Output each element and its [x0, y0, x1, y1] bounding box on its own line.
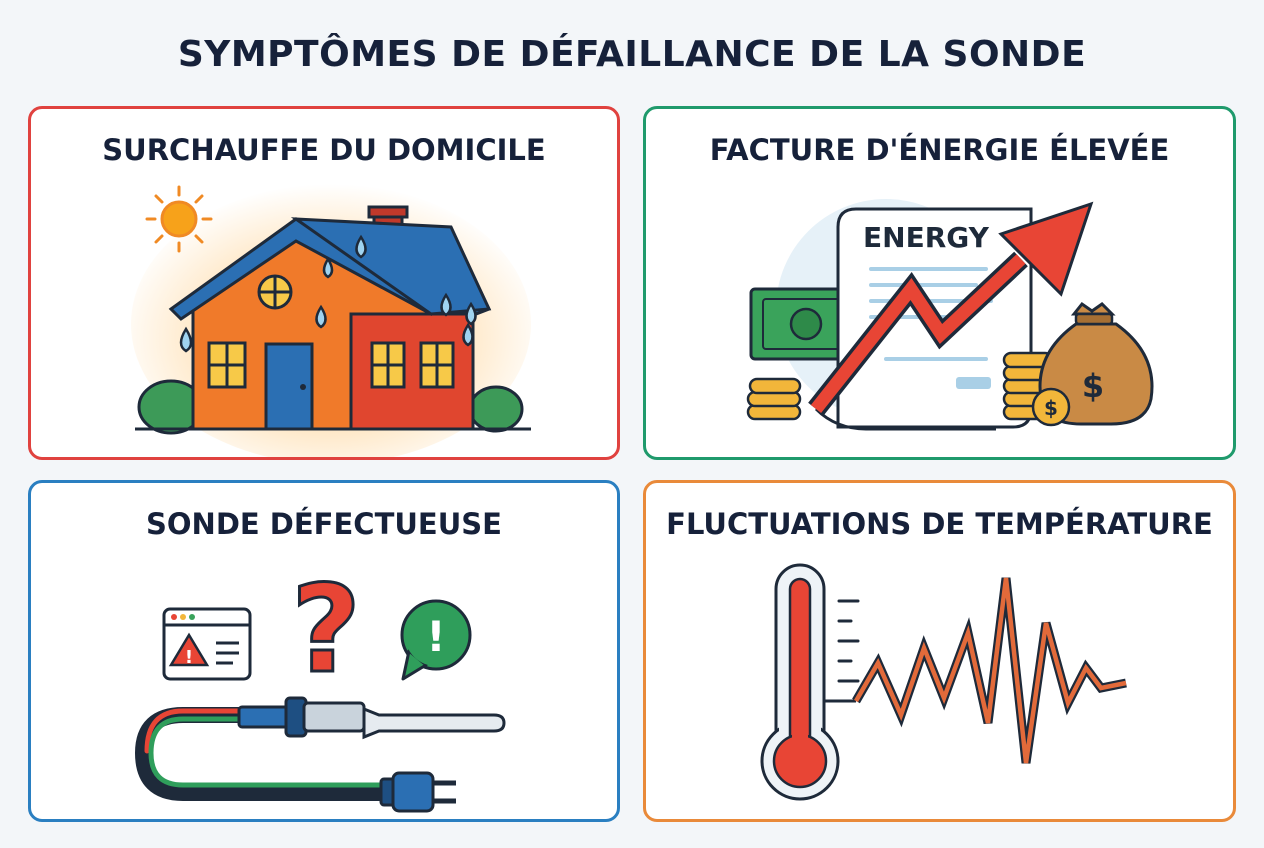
card-title: SURCHAUFFE DU DOMICILE — [102, 133, 546, 167]
card-title: FACTURE D'ÉNERGIE ÉLEVÉE — [709, 133, 1170, 167]
fluctuation-line-icon — [852, 577, 1127, 764]
thermometer-icon — [760, 563, 860, 801]
svg-text:ENERGY: ENERGY — [863, 221, 990, 254]
svg-text:!: ! — [185, 647, 193, 668]
temperature-probe-icon — [237, 696, 506, 740]
card-faulty-probe: SONDE DÉFECTUEUSE ! ? ! — [28, 480, 620, 822]
energy-bill-icon: ENERGY $ — [746, 199, 1154, 431]
card-temperature-fluctuations: FLUCTUATIONS DE TEMPÉRATURE — [643, 480, 1236, 822]
overheating-house-icon — [131, 184, 531, 457]
faulty-probe-icon: ! ? ! — [134, 560, 506, 813]
warning-window-icon: ! — [162, 607, 252, 681]
probe-cable-icon — [134, 707, 389, 801]
sun-icon — [145, 185, 213, 253]
svg-text:$: $ — [1082, 367, 1104, 405]
svg-text:$: $ — [1044, 396, 1058, 420]
page-title: SYMPTÔMES DE DÉFAILLANCE DE LA SONDE — [177, 34, 1087, 75]
card-overheating-home: SURCHAUFFE DU DOMICILE — [28, 106, 620, 460]
card-high-energy-bill: FACTURE D'ÉNERGIE ÉLEVÉE ENERGY — [643, 106, 1236, 460]
thermometer-fluctuation-icon — [760, 563, 1127, 801]
card-title: SONDE DÉFECTUEUSE — [146, 507, 502, 541]
svg-text:!: ! — [426, 612, 445, 661]
question-mark-icon: ? — [291, 561, 361, 700]
plug-icon — [379, 771, 456, 813]
coin-icon: $ — [1031, 387, 1071, 427]
rising-arrow-icon — [808, 201, 1094, 416]
card-title: FLUCTUATIONS DE TEMPÉRATURE — [666, 507, 1213, 541]
sweat-drop-icon — [179, 234, 477, 353]
alert-bubble-icon: ! — [400, 599, 472, 681]
